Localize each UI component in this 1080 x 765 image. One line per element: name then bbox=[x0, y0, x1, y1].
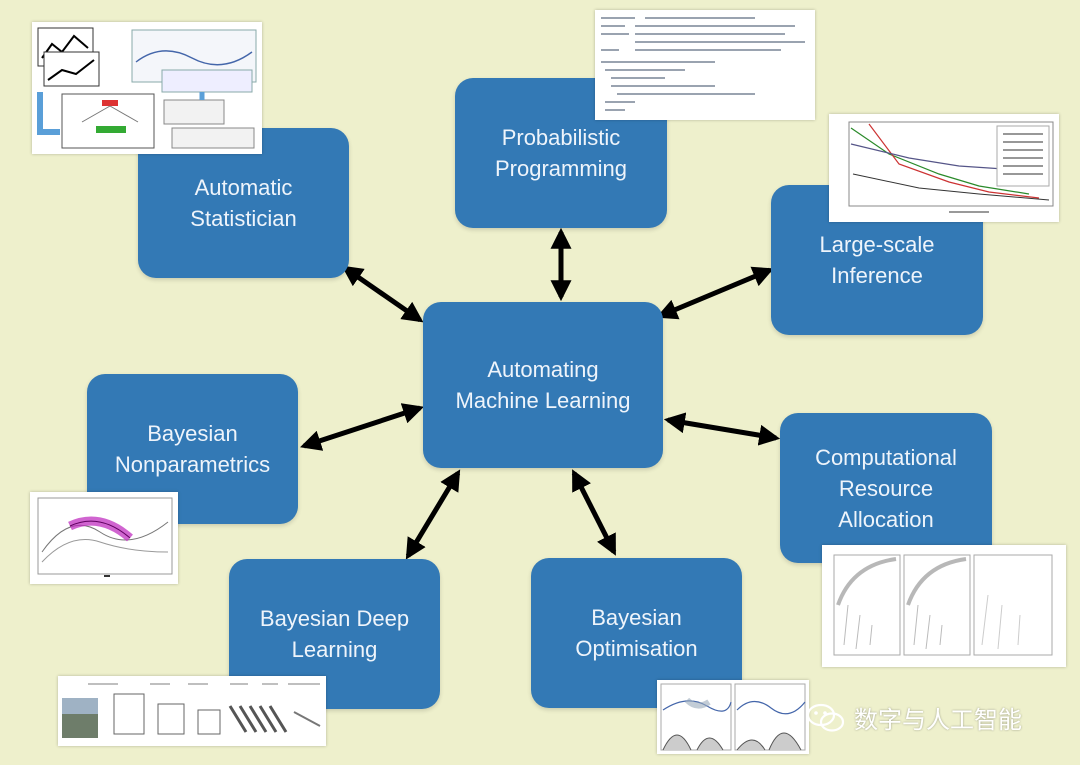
node-automatic-statistician: Automatic Statistician bbox=[138, 128, 349, 278]
thumbnail-probabilistic-programming bbox=[595, 10, 815, 120]
node-label-line1: Automatic bbox=[194, 175, 293, 200]
arrow-bayesian-deep-learning bbox=[405, 469, 461, 560]
node-label-line2: Nonparametrics bbox=[114, 452, 271, 477]
node-label-line1: Computational bbox=[815, 444, 957, 470]
thumbnail-bayesian-nonparametrics bbox=[30, 492, 178, 584]
node-label-line2: Optimisation bbox=[575, 636, 698, 661]
node-computational-resource-allocation: Computational Resource Allocation bbox=[780, 413, 992, 563]
arrow-bayesian-optimisation bbox=[571, 469, 617, 556]
node-bayesian-deep-learning: Bayesian Deep Learning bbox=[229, 559, 440, 709]
node-label-line1: Bayesian Deep bbox=[259, 606, 410, 631]
node-label-line2: Programming bbox=[494, 156, 628, 181]
node-label-line2: Inference bbox=[831, 263, 923, 288]
node-label-line1: Probabilistic bbox=[501, 125, 621, 150]
watermark: 数字与人工智能 bbox=[806, 700, 1022, 735]
node-label-line3: Allocation bbox=[838, 506, 934, 532]
thumbnail-computational-resource bbox=[822, 545, 1066, 667]
arrow-computational-resource bbox=[663, 412, 781, 446]
center-line1: Automating bbox=[487, 357, 599, 382]
center-line2: Machine Learning bbox=[455, 388, 631, 413]
arrow-large-scale-inference bbox=[656, 266, 774, 320]
node-label-line1: Bayesian bbox=[147, 421, 238, 446]
arrow-bayesian-nonparametrics bbox=[300, 403, 424, 451]
wechat-icon bbox=[806, 703, 845, 732]
watermark-text: 数字与人工智能 bbox=[854, 706, 1022, 734]
thumbnail-automatic-statistician bbox=[32, 22, 262, 154]
thumbnail-large-scale-inference bbox=[829, 114, 1059, 222]
node-label-line1: Bayesian bbox=[591, 605, 682, 630]
center-node-automating-ml: Automating Machine Learning bbox=[423, 302, 663, 468]
node-label-line2: Learning bbox=[291, 637, 378, 662]
thumbnail-bayesian-deep-learning bbox=[58, 676, 326, 746]
arrow-automatic-statistician bbox=[341, 265, 424, 323]
thumbnail-bayesian-optimisation bbox=[657, 680, 809, 754]
node-label-line2: Statistician bbox=[190, 206, 297, 231]
node-label-line1: Large-scale bbox=[819, 232, 935, 257]
node-label-line2: Resource bbox=[838, 475, 934, 501]
